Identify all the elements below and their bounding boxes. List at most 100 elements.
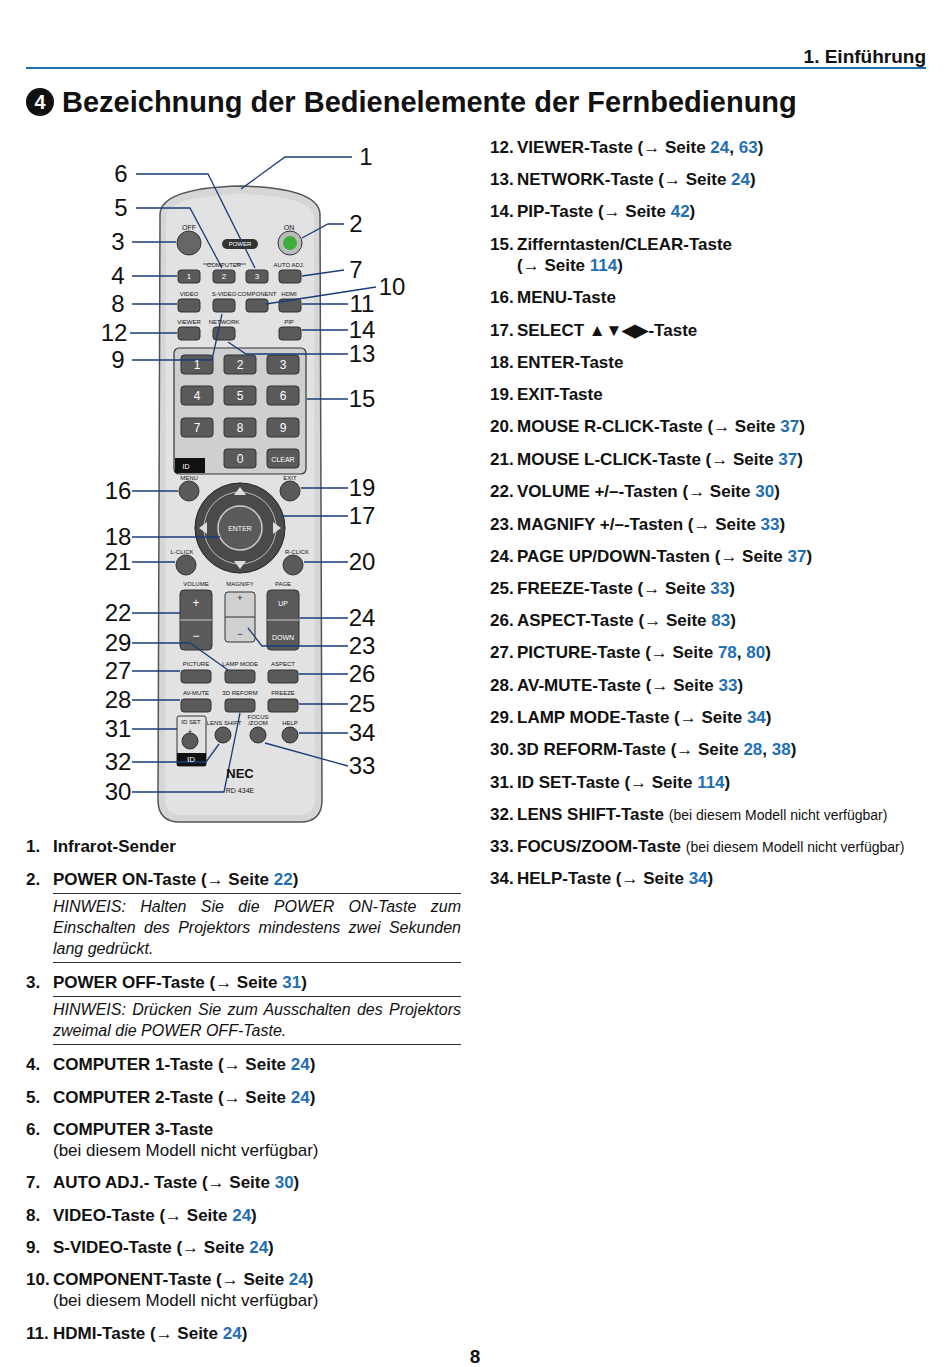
item-number: 24. [490, 546, 517, 567]
page-reference: 24 [249, 1238, 268, 1257]
button-label: CLEAR [271, 456, 294, 463]
callout-number: 29 [105, 631, 132, 655]
callout-number: 4 [111, 264, 124, 288]
page-reference: 33 [710, 579, 729, 598]
item-text: LENS SHIFT-Taste [517, 805, 664, 824]
item-number: 13. [490, 169, 517, 190]
item-number: 27. [490, 642, 517, 663]
callout-number: 33 [349, 754, 376, 778]
button-label: 6 [280, 390, 287, 402]
button-label: 4 [194, 390, 201, 402]
button-label: ID SET [181, 719, 200, 725]
page-number: 8 [470, 1347, 481, 1366]
button-label: FREEZE [271, 690, 295, 696]
list-item: 14.PIP-Taste (→ Seite 42) [490, 201, 935, 222]
callout-number: 2 [349, 212, 362, 236]
list-item: 25.FREEZE-Taste (→ Seite 33) [490, 578, 935, 599]
list-item: 11.HDMI-Taste (→ Seite 24) [26, 1323, 462, 1344]
item-number: 26. [490, 610, 517, 631]
item-text: FREEZE-Taste (→ Seite [517, 579, 706, 598]
item-number: 34. [490, 868, 517, 889]
callout-number: 22 [105, 601, 132, 625]
item-text: ) [766, 708, 772, 727]
item-text: ) [725, 773, 731, 792]
callout-number: 15 [349, 387, 376, 411]
page-reference: 30 [755, 482, 774, 501]
item-number: 22. [490, 481, 517, 502]
button-label: 1 [194, 359, 201, 371]
callout-number: 32 [105, 750, 132, 774]
item-text: PIP-Taste (→ Seite [517, 202, 666, 221]
callout-number: 14 [349, 318, 376, 342]
list-item: 15.Zifferntasten/CLEAR-Taste(→ Seite 114… [490, 234, 935, 276]
item-text: ) [758, 138, 764, 157]
list-item: 10.COMPONENT-Taste (→ Seite 24)(bei dies… [26, 1269, 462, 1311]
button-label: PAGE [275, 581, 291, 587]
list-item: 3.POWER OFF-Taste (→ Seite 31)HINWEIS: D… [26, 972, 462, 1045]
button-label: 1 [187, 273, 191, 281]
button-label: 3D REFORM [222, 690, 257, 696]
item-number: 23. [490, 514, 517, 535]
item-number: 10. [26, 1269, 53, 1290]
page-reference: 24 [291, 1055, 310, 1074]
button-label: 2 [222, 273, 226, 281]
callout-number: 26 [349, 662, 376, 686]
page-reference: 37 [780, 417, 799, 436]
item-text: S-VIDEO-Taste (→ Seite [53, 1238, 244, 1257]
callout-number: 11 [350, 292, 375, 316]
page-reference: 24 [223, 1324, 242, 1343]
list-item: 21.MOUSE L-CLICK-Taste (→ Seite 37) [490, 449, 935, 470]
item-text: , [737, 643, 742, 662]
list-item: 24.PAGE UP/DOWN-Tasten (→ Seite 37) [490, 546, 935, 567]
item-number: 31. [490, 772, 517, 793]
list-item: 16.MENU-Taste [490, 287, 935, 308]
item-note: (bei diesem Modell nicht verfügbar) [686, 839, 905, 855]
item-text: Infrarot-Sender [53, 837, 176, 856]
callout-number: 9 [111, 348, 124, 372]
button-label: COMPUTER [207, 262, 241, 268]
item-text: ) [730, 611, 736, 630]
list-item: 23.MAGNIFY +/–-Tasten (→ Seite 33) [490, 514, 935, 535]
item-text: POWER OFF-Taste (→ Seite [53, 973, 278, 992]
button-label: + [192, 597, 199, 609]
page-reference: 37 [778, 450, 797, 469]
button-label: − [237, 630, 242, 639]
button-label: ASPECT [271, 661, 295, 667]
item-text: AUTO ADJ.- Taste (→ Seite [53, 1173, 270, 1192]
item-text: ) [310, 1055, 316, 1074]
list-item: 5.COMPUTER 2-Taste (→ Seite 24) [26, 1087, 462, 1108]
list-item: 26.ASPECT-Taste (→ Seite 83) [490, 610, 935, 631]
callout-number: 21 [105, 550, 132, 574]
button-label: PICTURE [183, 661, 209, 667]
button-label: HELP [282, 720, 298, 726]
button-label: S-VIDEO [212, 291, 237, 297]
callout-number: 12 [101, 321, 128, 345]
page-reference: 24 [291, 1088, 310, 1107]
button-label: VOLUME [183, 581, 208, 587]
page-reference: 22 [274, 870, 293, 889]
list-item: 7.AUTO ADJ.- Taste (→ Seite 30) [26, 1172, 462, 1193]
hint-note: HINWEIS: Halten Sie die POWER ON-Taste z… [53, 893, 461, 963]
item-text: COMPUTER 1-Taste (→ Seite [53, 1055, 286, 1074]
callout-number: 31 [105, 717, 132, 741]
button-label: HDMI [281, 291, 296, 297]
page-reference: 78 [718, 643, 737, 662]
page-reference: 24 [232, 1206, 251, 1225]
item-text: FOCUS/ZOOM-Taste [517, 837, 681, 856]
list-item: 33.FOCUS/ZOOM-Taste (bei diesem Modell n… [490, 836, 935, 858]
button-label: 3 [280, 359, 287, 371]
button-label: LENS SHIFT [207, 720, 242, 726]
item-text: ID SET-Taste (→ Seite [517, 773, 692, 792]
item-text: ) [242, 1324, 248, 1343]
callout-number: 13 [349, 342, 376, 366]
button-label: UP [278, 600, 288, 607]
button-label: 5 [237, 390, 244, 402]
item-text: SELECT ▲▼◀▶-Taste [517, 321, 697, 340]
item-text: VIDEO-Taste (→ Seite [53, 1206, 227, 1225]
page-reference: 63 [739, 138, 758, 157]
item-text: ENTER-Taste [517, 353, 623, 372]
button-label: DOWN [272, 634, 294, 641]
callout-number: 27 [105, 659, 132, 683]
button-label: 8 [237, 422, 244, 434]
button-label: EXIT [283, 475, 296, 481]
